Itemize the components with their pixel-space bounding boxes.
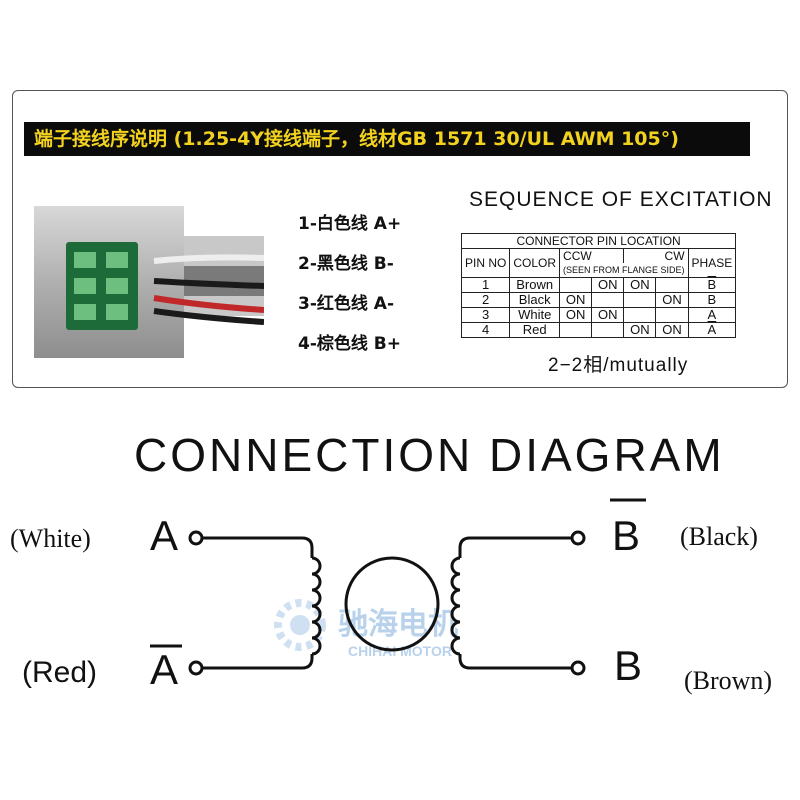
table-cell: B: [687, 292, 737, 308]
excitation-table: CONNECTOR PIN LOCATION PIN NO COLOR CCW …: [460, 233, 737, 338]
wire-label-red: (Red): [22, 656, 98, 689]
wire-label-white: (White): [10, 524, 91, 553]
excitation-title: SEQUENCE OF EXCITATION: [469, 188, 773, 211]
pin-item-4: 4-棕色线 B+: [298, 334, 402, 354]
watermark-logo: [274, 599, 326, 651]
pin-item-1: 1-白色线 A+: [298, 214, 402, 234]
coil-phase-b: [450, 530, 586, 676]
table-col-cw: CW: [623, 248, 689, 263]
watermark-cn: 驰海电机: [338, 607, 458, 642]
table-row: 1 Brown ON ON B: [460, 277, 737, 293]
rotor-circle: [344, 556, 440, 652]
connector-photo: [34, 206, 264, 358]
terminal-a: A: [150, 512, 179, 559]
table-col-color: COLOR: [509, 248, 561, 278]
pin-item-3: 3-红色线 A-: [298, 294, 395, 314]
terminal-b: B: [614, 642, 643, 689]
table-cell: A: [687, 322, 737, 338]
table-group-header: CONNECTOR PIN LOCATION: [460, 233, 737, 249]
table-col-ccw: CCW: [559, 248, 625, 263]
table-cell: 4: [460, 322, 511, 338]
pin-item-2: 2-黑色线 B-: [298, 254, 394, 274]
wiring-spec-banner: 端子接线序说明 (1.25-4Y接线端子，线材GB 1571 30/UL AWM…: [24, 122, 750, 156]
wire-label-brown: (Brown): [684, 666, 773, 695]
table-cell: Red: [509, 322, 561, 338]
table-cell: ON: [655, 322, 689, 338]
pin-color-list: 1-白色线 A+ 2-黑色线 B- 3-红色线 A- 4-棕色线 B+: [298, 212, 401, 372]
terminal-a-bar: A: [150, 646, 179, 693]
coil-phase-a: [188, 530, 322, 676]
excitation-footer: 2−2相/mutually: [548, 355, 689, 376]
watermark-en: CHIHAI MOTOR: [348, 643, 452, 659]
wire-label-black: (Black): [680, 522, 758, 551]
table-row: 4 Red ON ON A: [460, 322, 737, 338]
terminal-b-bar: B: [612, 512, 641, 559]
table-cell: Brown: [509, 277, 561, 293]
table-cell: Black: [509, 292, 561, 308]
connection-diagram-title: CONNECTION DIAGRAM: [134, 429, 725, 481]
